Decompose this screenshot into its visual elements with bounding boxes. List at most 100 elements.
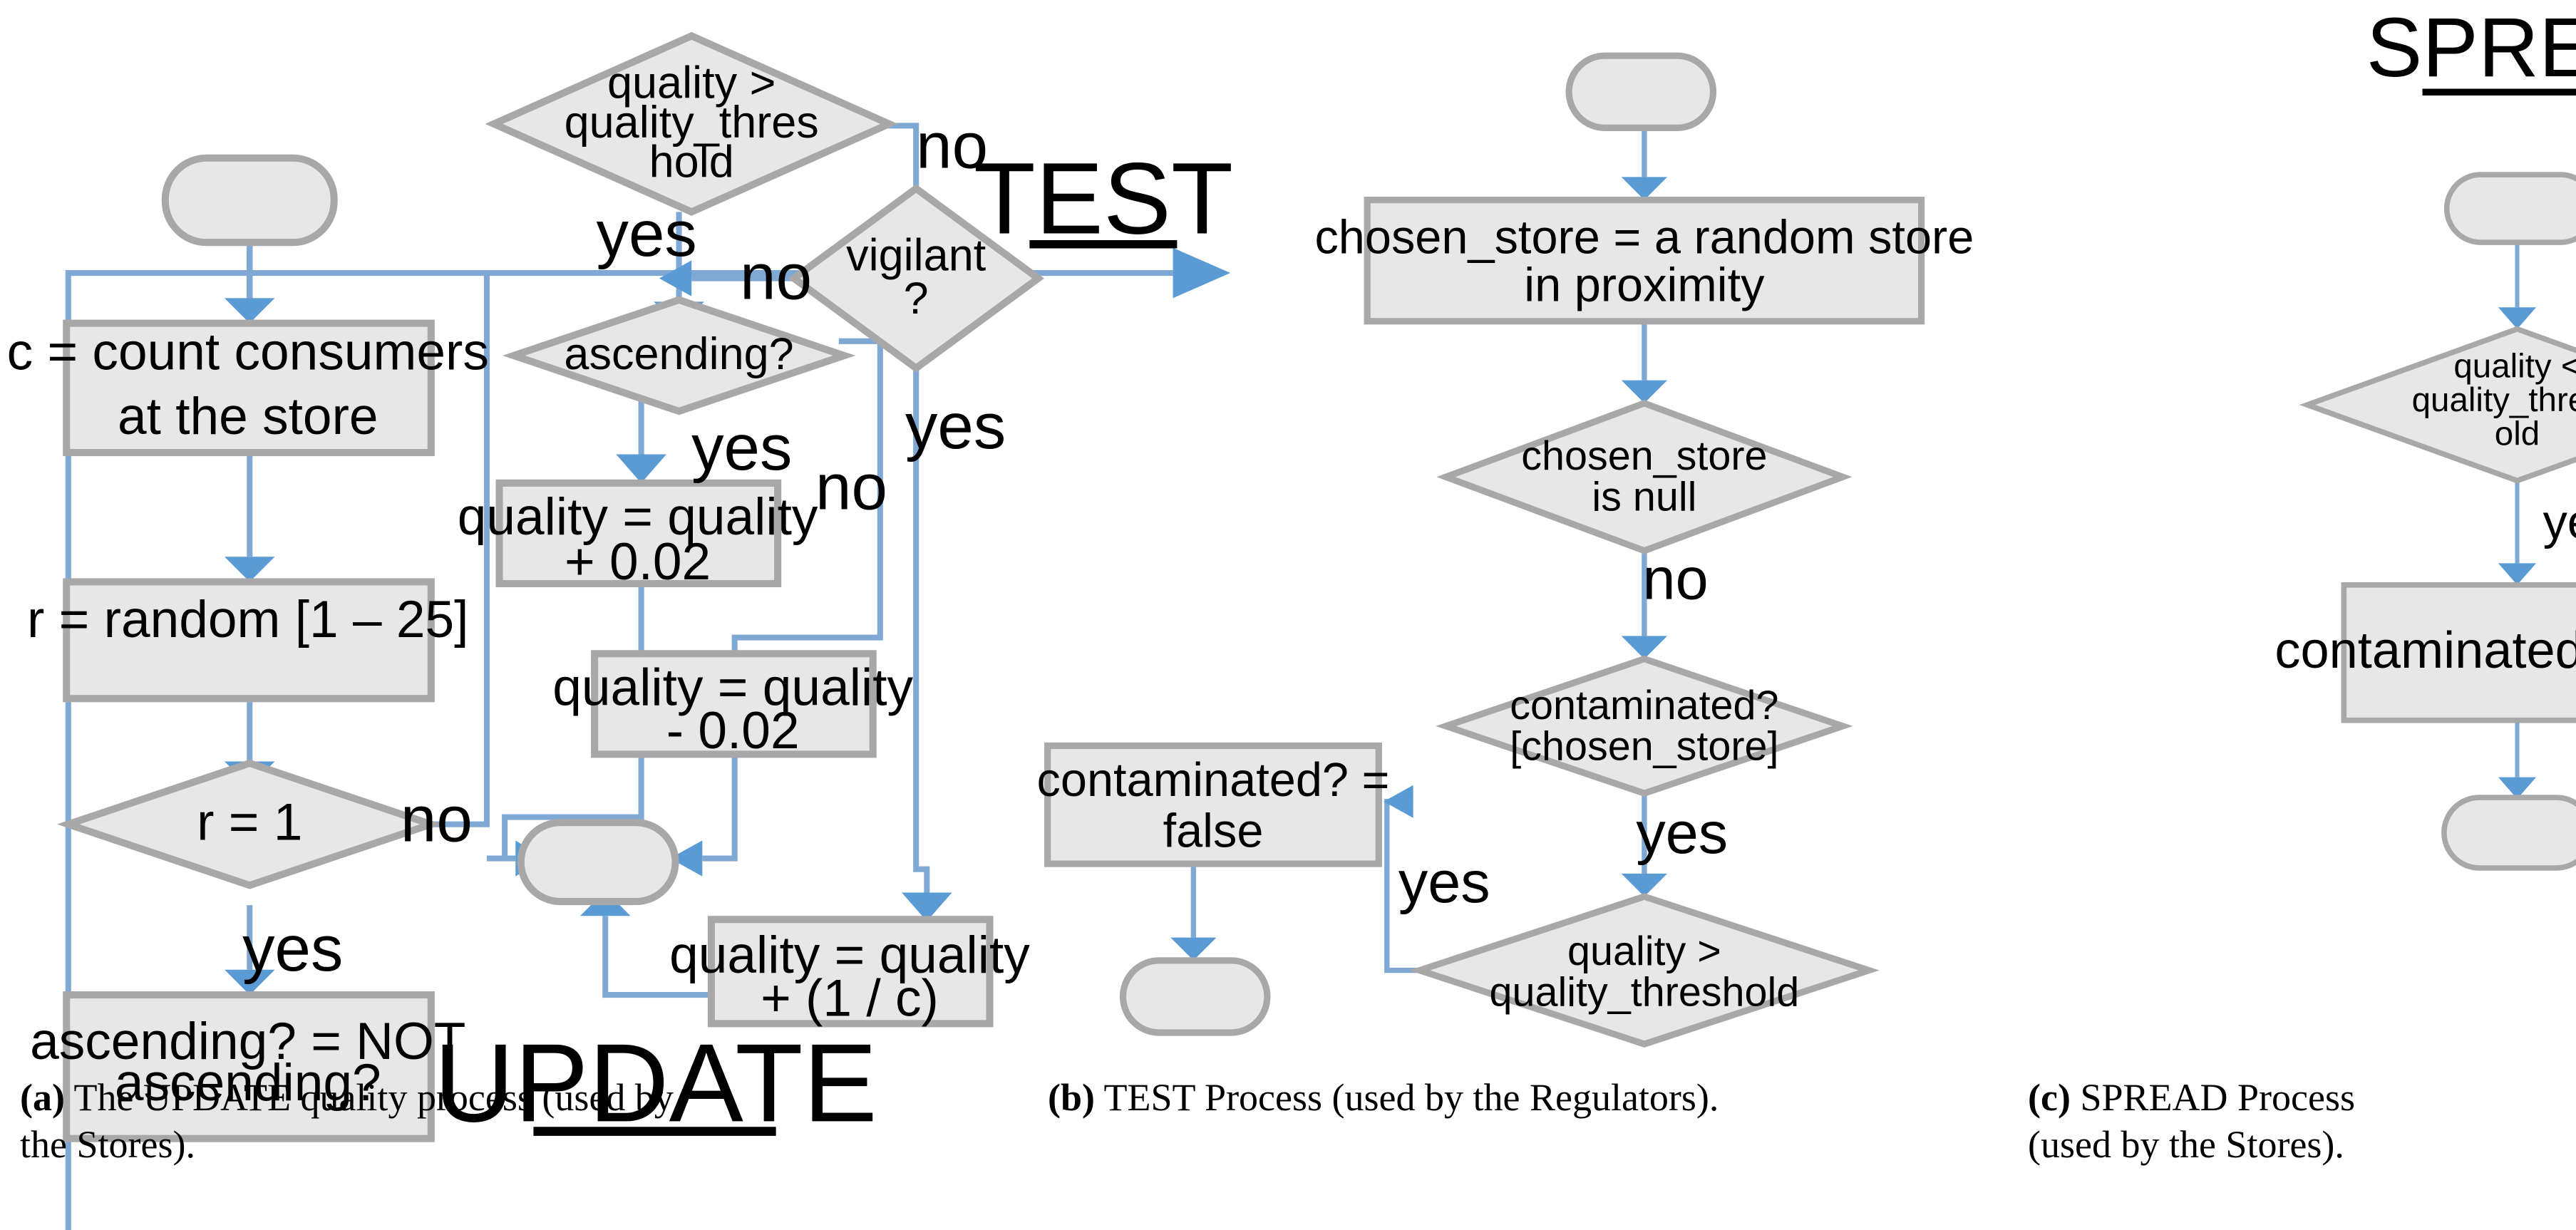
update-quality-gt-line1: quality > <box>607 58 776 108</box>
update-random-label: r = random [1 – 25] <box>27 591 469 648</box>
caption-c-line2: (used by the Stores). <box>2028 1122 2344 1166</box>
test-end-terminator[interactable] <box>1119 957 1271 1036</box>
caption-a-label: (a) <box>20 1076 65 1119</box>
update-edge-quality-gt-no: no <box>916 110 988 182</box>
update-quality-plus-line2: + 0.02 <box>565 533 711 591</box>
spread-end-terminator[interactable] <box>2441 795 2576 871</box>
connector-vigilant-yes <box>913 337 930 893</box>
spread-qlt-line2: quality_thresh <box>2412 381 2576 419</box>
spread-panel-title: SPREAD <box>2366 0 2576 94</box>
test-chosen-store-line2: in proximity <box>1524 259 1765 311</box>
update-quality-minus-box[interactable] <box>591 650 877 758</box>
update-merge-terminator[interactable] <box>517 819 679 906</box>
caption-b-label: (b) <box>1048 1076 1095 1119</box>
update-edge-vigilant-yes: yes <box>905 391 1006 462</box>
arrowhead-loopback <box>1173 247 1231 299</box>
update-quality-gt-line3: hold <box>649 137 734 187</box>
test-chosen-store-box[interactable] <box>1364 196 1925 325</box>
arrowhead-req1-yes <box>225 969 275 996</box>
spread-edge-qlt-yes: yes <box>2543 495 2576 549</box>
connector-qinvc-merge <box>602 916 724 998</box>
arrowhead-vigilant-yes <box>902 892 952 921</box>
update-ascending-label: ascending? <box>564 329 793 379</box>
test-arrowhead-null-no <box>1621 636 1668 659</box>
update-quality-gt-decision[interactable] <box>485 31 898 216</box>
test-chosen-store-line1: chosen_store = a random store <box>1314 212 1974 264</box>
test-edge-null-no: no <box>1643 546 1709 612</box>
spread-qlt-line1: quality < <box>2453 347 2576 385</box>
test-arrowhead-false-end <box>1170 937 1217 961</box>
arrowhead-ascending-yes <box>616 454 666 483</box>
test-edge-contaminated-yes: yes <box>1636 800 1728 866</box>
update-start-terminator[interactable] <box>161 154 338 247</box>
update-vigilant-line1: vigilant <box>846 231 986 281</box>
spread-arrowhead-start <box>2498 307 2537 329</box>
update-quality-plus-inv-c-box[interactable] <box>707 916 994 1028</box>
update-quality-inv-c-line1: quality = quality <box>669 926 1030 984</box>
update-quality-minus-line1: quality = quality <box>552 659 913 717</box>
update-edge-ascending-no: no <box>815 451 887 523</box>
spread-contaminated-true-label: contaminated? = true <box>2274 622 2576 679</box>
test-contaminated-decision[interactable] <box>1436 655 1853 797</box>
test-quality-gt-decision[interactable] <box>1409 893 1880 1048</box>
spread-qlt-line3: old <box>2495 415 2540 453</box>
arrowhead-vigilant-no <box>659 260 692 296</box>
arrowhead-count-random <box>225 557 275 582</box>
test-arrowhead-start <box>1621 177 1668 200</box>
update-random-box[interactable] <box>63 578 435 703</box>
update-edge-ascending-yes: yes <box>691 412 792 484</box>
update-ascending-decision[interactable] <box>502 296 856 415</box>
test-start-terminator[interactable] <box>1565 52 1717 131</box>
connector-ascending-no <box>731 338 883 652</box>
update-quality-plus-line1: quality = quality <box>458 488 818 546</box>
arrowhead-qminus-merge <box>669 840 703 877</box>
update-r-equals-1-decision[interactable] <box>56 759 443 889</box>
caption-b: (b) TEST Process (used by the Regulators… <box>1048 1075 1974 1122</box>
test-chosen-store-null-decision[interactable] <box>1436 399 1853 554</box>
test-arrowhead-cont-yes <box>1621 873 1668 897</box>
test-null-line2: is null <box>1592 475 1696 520</box>
update-quality-plus-box[interactable] <box>495 479 782 588</box>
caption-a: (a) The UPDATE quality process (used by … <box>20 1075 1011 1169</box>
spread-quality-lt-decision[interactable] <box>2299 326 2576 484</box>
test-qgt-line1: quality > <box>1567 929 1721 974</box>
update-toggle-ascending-box[interactable] <box>63 991 435 1142</box>
update-r-equals-1-label: r = 1 <box>197 794 302 852</box>
connector-qminus-merge <box>702 752 738 862</box>
test-null-line1: chosen_store <box>1521 433 1767 479</box>
test-contaminated-false-box[interactable] <box>1044 742 1382 867</box>
panel-update: c = count consumers at the store r = ran… <box>7 31 1231 1230</box>
update-vigilant-decision[interactable] <box>788 184 1045 373</box>
update-quality-inv-c-line2: + (1 / c) <box>761 969 939 1027</box>
caption-b-line1: TEST Process (used by the Regulators). <box>1103 1076 1719 1119</box>
update-edge-r1-yes: yes <box>242 913 343 985</box>
update-quality-minus-line2: - 0.02 <box>666 702 800 760</box>
update-vigilant-line2: ? <box>904 274 929 324</box>
panel-spread: quality < quality_thresh old contaminate… <box>2274 0 2576 871</box>
spread-arrowhead-qlt-yes <box>2498 563 2537 585</box>
update-count-consumers-box[interactable] <box>63 319 435 457</box>
update-edge-quality-gt-yes: yes <box>597 198 697 270</box>
panel-test: chosen_store = a random store in proximi… <box>974 52 1974 1048</box>
caption-a-line1: The UPDATE quality process (used by <box>73 1076 674 1119</box>
test-contaminated-line2: [chosen_store] <box>1510 723 1778 769</box>
update-edge-r1-no: no <box>401 784 473 856</box>
test-edge-qgt-yes: yes <box>1398 849 1490 915</box>
figure-captions: (a) The UPDATE quality process (used by … <box>0 1075 2576 1230</box>
spread-start-terminator[interactable] <box>2443 172 2576 245</box>
caption-c-label: (c) <box>2028 1076 2071 1119</box>
update-count-consumers-line1: c = count consumers <box>7 323 489 381</box>
update-quality-gt-line2: quality_thres <box>565 98 819 148</box>
update-toggle-ascending-line2: ascending? <box>115 1054 381 1112</box>
update-toggle-ascending-line1: ascending? = NOT <box>30 1013 465 1070</box>
caption-c-line1: SPREAD Process <box>2080 1076 2355 1119</box>
test-false-line1: contaminated? = <box>1037 754 1390 807</box>
update-edge-vigilant-no: no <box>740 242 812 314</box>
test-arrowhead-cs-null <box>1621 380 1668 403</box>
spread-contaminated-true-box[interactable] <box>2341 582 2576 723</box>
arrowhead-start-count <box>225 298 275 324</box>
connector-req1-no <box>429 273 490 827</box>
test-arrowhead-qgt-yes <box>1384 785 1413 818</box>
test-panel-title: TEST <box>974 142 1233 255</box>
